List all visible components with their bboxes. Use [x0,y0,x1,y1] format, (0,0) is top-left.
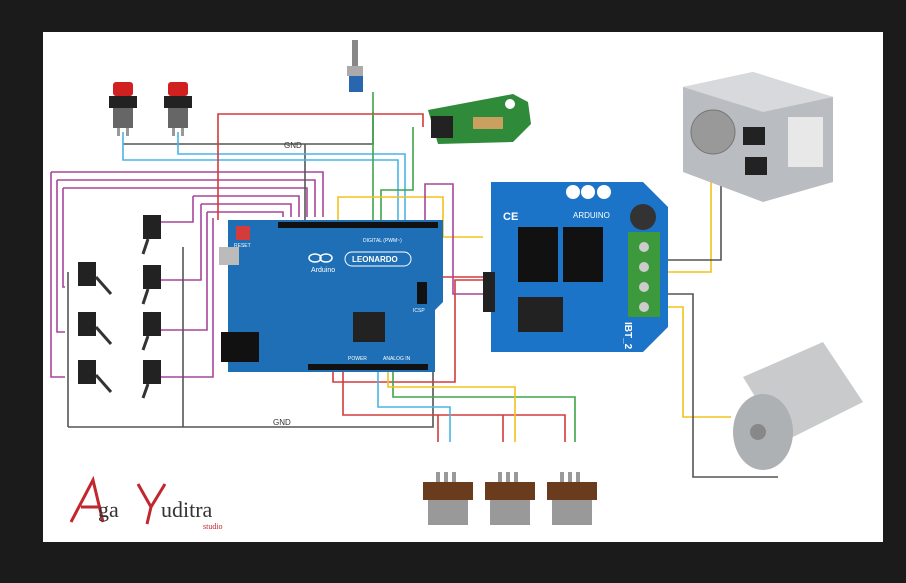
limit-switch-5 [78,262,113,295]
limit-switch-4 [141,360,161,399]
driver-board-label: ARDUINO [573,211,610,220]
ce-mark: CE [503,211,518,223]
wire-purple-11 [161,212,208,331]
wire-purple-2 [51,171,324,217]
wire-red-analog [342,367,566,442]
wire-purple-12 [207,211,284,217]
wires [50,92,778,478]
wire-purple-9 [161,204,202,281]
arduino-leonardo: RESET DIGITAL (PWM~) LEONARDO Arduino IC… [219,220,443,372]
wire-gnd-top [123,112,374,145]
limit-switches [78,215,161,399]
wire-blue-btn1 [122,132,399,220]
wire-blue-analog [377,367,451,442]
limit-switch-6 [78,312,113,345]
dc-motor [733,342,863,470]
wire-purple-driver [424,183,483,295]
potentiometer-3 [547,472,597,525]
wire-red-driver-b [332,279,483,383]
reset-label: RESET [234,243,251,249]
wire-yellow-psu [651,170,712,273]
encoder-board [428,94,531,144]
brand-logo: ga uditra studio [69,475,223,531]
wire-purple-13 [161,218,214,378]
wire-purple-6 [63,187,308,217]
arduino-logo-text: Arduino [311,267,335,274]
gnd-label-bottom: GND [273,418,291,427]
potentiometer-1 [423,472,473,525]
icsp-label: ICSP [413,308,425,314]
wire-purple-3 [56,180,65,333]
wire-purple-8 [193,195,300,217]
wire-purple-7 [161,196,194,223]
logo-sub: studio [203,522,223,531]
digital-label: DIGITAL (PWM~) [363,238,402,244]
ibt2-driver: CE ARDUINO IBT_2 [483,182,668,352]
logo-text-a: ga [98,497,119,522]
wire-purple-5 [62,188,65,288]
wire-green-analog [392,367,576,442]
wire-purple-4 [57,179,316,217]
limit-switch-3 [141,312,161,351]
driver-model-label: IBT_2 [622,322,633,350]
wire-red-top [217,113,424,220]
limit-switch-7 [78,360,113,393]
gnd-label-top: GND [284,141,302,150]
analog-label: ANALOG IN [383,356,411,362]
power-supply [683,72,833,202]
push-button-1 [109,82,137,136]
wire-green-top [380,127,414,220]
potentiometer-2 [485,472,535,525]
wire-gray-psu [651,170,722,261]
wiring-diagram: GND GND [43,32,883,542]
limit-switch-1 [141,215,161,255]
logo-text-b: uditra [161,497,213,522]
leonardo-label: LEONARDO [352,255,398,264]
power-label: POWER [348,356,367,362]
wire-blue-btn2 [177,132,406,220]
limit-switch-2 [141,265,161,305]
wire-gray-motor [651,293,778,478]
toggle-switch [347,40,363,92]
push-button-2 [164,82,192,136]
wire-yellow-1 [337,196,483,238]
wire-yellow-2 [387,367,516,442]
wire-purple-1 [50,172,65,378]
wire-purple-10 [201,203,292,217]
diagram-svg: GND GND [50,40,863,531]
